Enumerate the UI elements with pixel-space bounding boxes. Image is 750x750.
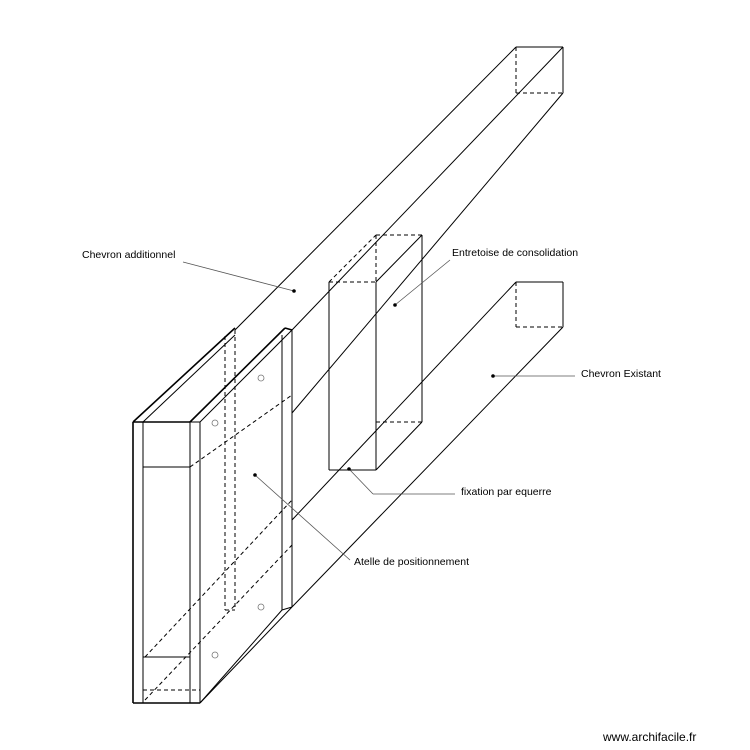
label-entretoise: Entretoise de consolidation [452, 247, 578, 259]
watermark: www.archifacile.fr [602, 730, 696, 744]
leader-fixation [347, 467, 455, 495]
label-atelle: Atelle de positionnement [354, 556, 469, 568]
leader-chevron-existant [491, 374, 575, 378]
chevron-existant-beam [144, 281, 564, 704]
entretoise-block [328, 234, 423, 471]
leader-chevron-additionnel [182, 261, 296, 293]
leader-entretoise [393, 259, 451, 307]
screw-hole [211, 651, 219, 659]
leader-atelle [253, 473, 351, 561]
screw-hole [211, 419, 219, 427]
atelle-assembly [132, 327, 293, 704]
screw-hole [257, 374, 265, 382]
label-chevron-existant: Chevron Existant [581, 368, 661, 380]
label-chevron-additionnel: Chevron additionnel [82, 249, 175, 261]
screw-hole [257, 603, 265, 611]
chevron-additionnel-beam [234, 46, 564, 414]
label-fixation: fixation par equerre [461, 486, 552, 498]
